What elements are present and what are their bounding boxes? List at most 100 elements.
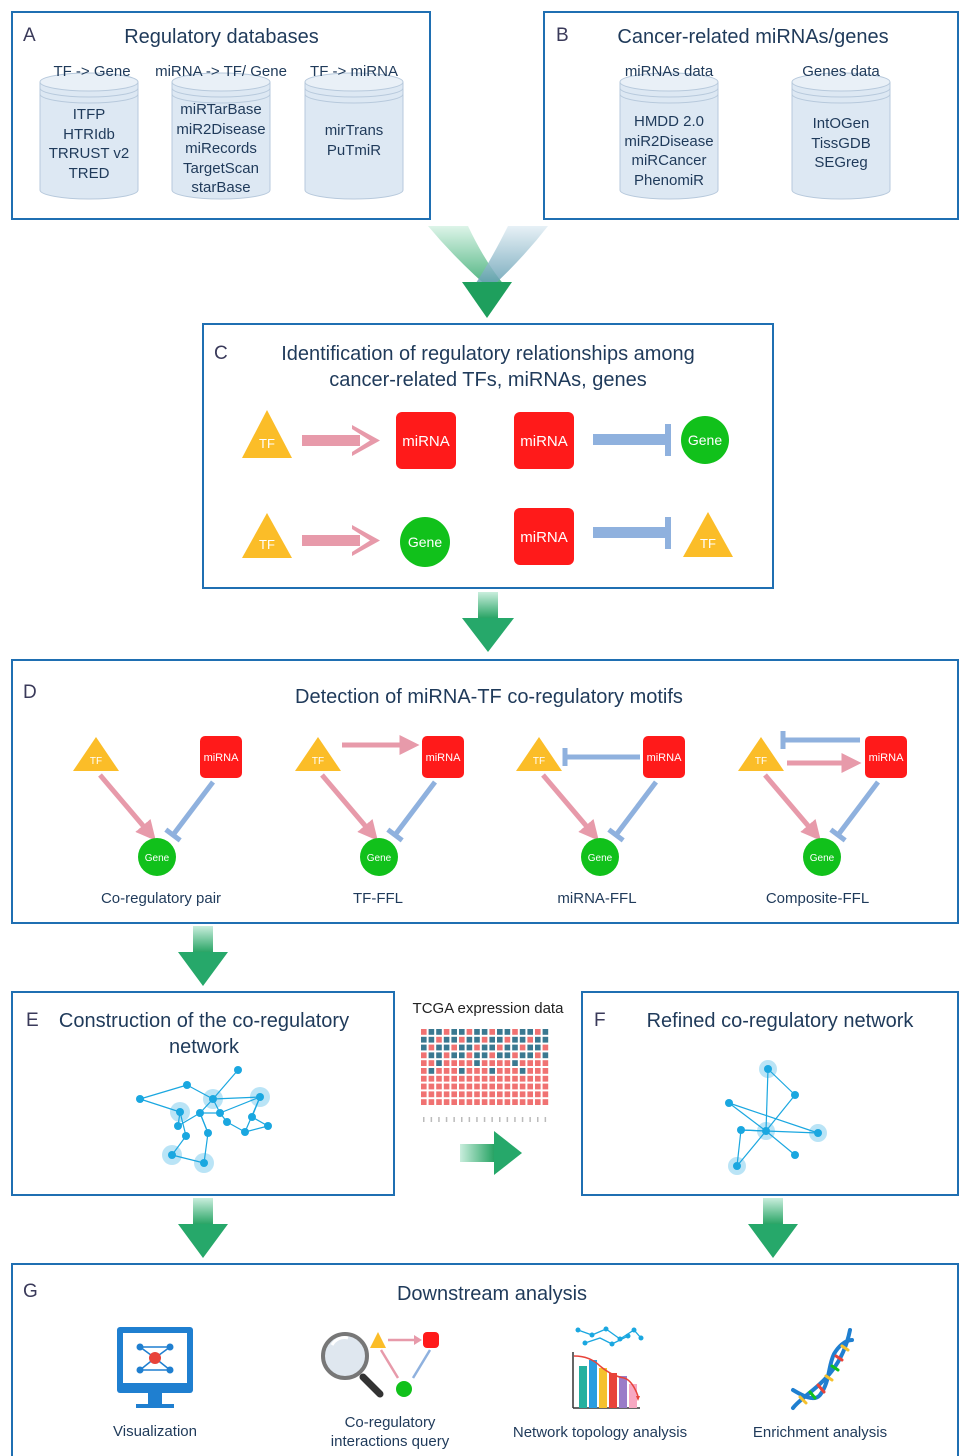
heatmap-cell (459, 1075, 465, 1082)
activation-edge (320, 773, 378, 841)
tf-label: TF (259, 436, 275, 451)
heatmap-cell (535, 1083, 541, 1090)
heatmap-cell (527, 1060, 533, 1066)
panel-a-title: Regulatory databases (124, 26, 319, 48)
heatmap-cell (519, 1075, 526, 1082)
mirna-node (422, 736, 464, 778)
motif-caption-tf-ffl: TF-FFL (353, 890, 403, 907)
heatmap-cell (443, 1075, 450, 1082)
gene-node (803, 838, 841, 876)
heatmap-cell (504, 1044, 511, 1051)
network-node (234, 1066, 242, 1074)
gene-label: Gene (145, 853, 170, 864)
heatmap-cell (421, 1091, 427, 1098)
panel-b-title: Cancer-related miRNAs/genes (617, 26, 889, 48)
heatmap-cell (497, 1060, 503, 1066)
heatmap-cell (421, 1068, 427, 1074)
gene-label: Gene (408, 534, 442, 550)
heatmap-cell (542, 1044, 549, 1051)
heatmap-cell (443, 1060, 450, 1066)
heatmap-cell (459, 1099, 465, 1105)
heatmap-cell (542, 1075, 549, 1082)
db-list-genes-data: IntOGen TissGDB SEGreg (792, 114, 890, 173)
heatmap-cell (474, 1083, 480, 1090)
heatmap-cell (481, 1083, 488, 1090)
db-label-genes-data: Genes data (802, 63, 880, 80)
heatmap-cell (489, 1029, 495, 1035)
heatmap-cell (451, 1099, 457, 1105)
heatmap-cell (451, 1068, 457, 1074)
heatmap-cell (428, 1036, 435, 1043)
right-arrow-icon (460, 1131, 522, 1175)
heatmap-cell (535, 1060, 541, 1066)
heatmap-cell (519, 1036, 526, 1043)
db-item: miR2Disease (176, 120, 266, 138)
heatmap-cell (497, 1052, 503, 1059)
panel-c-title-line1: Identification of regulatory relationshi… (281, 343, 695, 365)
tf-node (242, 513, 292, 558)
heatmap-cell (489, 1075, 495, 1082)
activation-edge (98, 773, 156, 841)
heatmap-cell (459, 1091, 465, 1098)
tf-label: TF (755, 756, 767, 767)
heatmap-cell (481, 1068, 488, 1074)
heatmap-cell (466, 1029, 473, 1035)
db-item: mirTrans (324, 122, 384, 139)
heatmap-cell (504, 1099, 511, 1105)
heatmap-cell (504, 1029, 511, 1035)
network-edge (212, 1069, 239, 1100)
heatmap-cell (436, 1060, 442, 1066)
heatmap-cell (527, 1068, 533, 1074)
panel-c-letter: C (214, 343, 228, 364)
heatmap-cell (481, 1091, 488, 1098)
heatmap-cell (527, 1044, 533, 1051)
db-list-mirnas-data: HMDD 2.0 miR2Disease miRCancer PhenomiR (614, 112, 724, 190)
heatmap-cell (436, 1029, 442, 1035)
panel-g-title: Downstream analysis (396, 1283, 588, 1305)
gene-label: Gene (810, 853, 835, 864)
heatmap-cell (474, 1068, 480, 1074)
heatmap-cell (504, 1091, 511, 1098)
heatmap-cell (466, 1099, 473, 1105)
tf-label: TF (259, 537, 275, 552)
db-item: miR2Disease (624, 132, 714, 150)
db-item: miRecords (185, 140, 257, 157)
heatmap-cell (504, 1068, 511, 1074)
heatmap-cell (489, 1036, 495, 1043)
db-list-tf-mirna: mirTrans PuTmiR (305, 121, 403, 160)
heatmap-cell (436, 1075, 442, 1082)
heatmap-cell (421, 1052, 427, 1059)
heatmap-cell (489, 1060, 495, 1066)
heatmap-cell (497, 1099, 503, 1105)
tf-node (242, 410, 292, 458)
heatmap-cell (436, 1036, 442, 1043)
heatmap-cell (504, 1075, 511, 1082)
db-item: PhenomiR (633, 171, 705, 189)
heatmap-cell (489, 1052, 495, 1059)
heatmap-cell (421, 1083, 427, 1090)
db-list-tf-gene: ITFP HTRIdb TRRUST v2 TRED (40, 105, 138, 183)
heatmap-tick (544, 1117, 547, 1122)
db-item: starBase (191, 179, 251, 196)
network-edge (765, 1130, 796, 1156)
heatmap-cell (451, 1083, 457, 1090)
tf-node (73, 737, 119, 771)
mirna-node (643, 736, 685, 778)
network-edge (186, 1084, 214, 1100)
heatmap-cell (443, 1083, 450, 1090)
gene-label: Gene (367, 853, 392, 864)
db-item: HMDD 2.0 (633, 113, 704, 130)
heatmap-tick (491, 1117, 493, 1122)
heatmap-cell (474, 1091, 480, 1098)
motif-caption-co-regulatory-pair: Co-regulatory pair (100, 890, 222, 907)
heatmap-cell (443, 1036, 450, 1043)
heatmap-cell (443, 1099, 450, 1105)
heatmap-cell (481, 1052, 488, 1059)
network-node (174, 1122, 182, 1130)
heatmap-cell (497, 1029, 503, 1035)
network-node (762, 1127, 770, 1135)
